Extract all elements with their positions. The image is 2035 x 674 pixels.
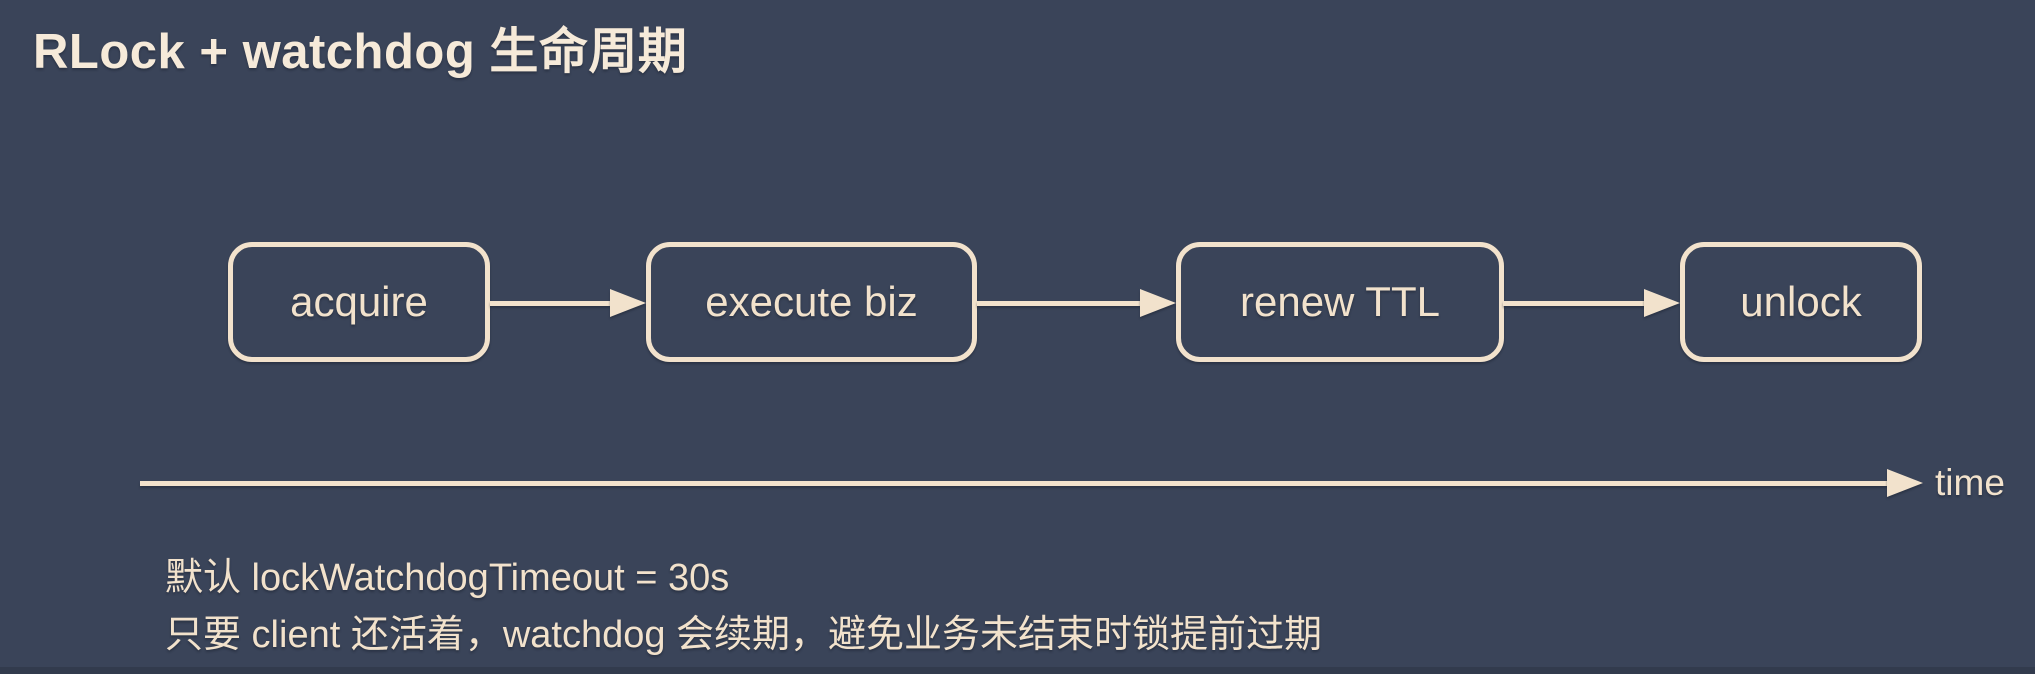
flow-arrow-1: [490, 289, 646, 317]
arrow-line: [977, 300, 1140, 306]
flow-node-label: renew TTL: [1240, 278, 1440, 325]
flow-node-label: execute biz: [705, 278, 918, 325]
timeline-label: time: [1935, 462, 2005, 503]
bottom-edge-divider: [0, 667, 2035, 674]
note-watchdog-renewal: 只要 client 还活着，watchdog 会续期，避免业务未结束时锁提前过期: [165, 614, 1323, 656]
timeline-arrowhead-icon: [1887, 469, 1923, 497]
flow-node-acquire: acquire: [228, 242, 490, 362]
arrowhead-icon: [610, 289, 646, 317]
note-default-timeout: 默认 lockWatchdogTimeout = 30s: [165, 557, 730, 599]
flow-node-label: acquire: [290, 278, 428, 325]
page-title: RLock + watchdog 生命周期: [33, 25, 688, 79]
flow-arrow-2: [977, 289, 1176, 317]
timeline-axis: time: [140, 462, 2005, 503]
arrow-line: [1503, 300, 1644, 306]
flow-arrow-3: [1503, 289, 1680, 317]
flow-node-execute-biz: execute biz: [646, 242, 977, 362]
arrow-line: [490, 300, 610, 306]
flow-node-unlock: unlock: [1680, 242, 1922, 362]
arrowhead-icon: [1644, 289, 1680, 317]
timeline-line: [140, 480, 1887, 486]
flow-node-label: unlock: [1740, 278, 1862, 325]
arrowhead-icon: [1140, 289, 1176, 317]
flow-node-renew-ttl: renew TTL: [1176, 242, 1504, 362]
